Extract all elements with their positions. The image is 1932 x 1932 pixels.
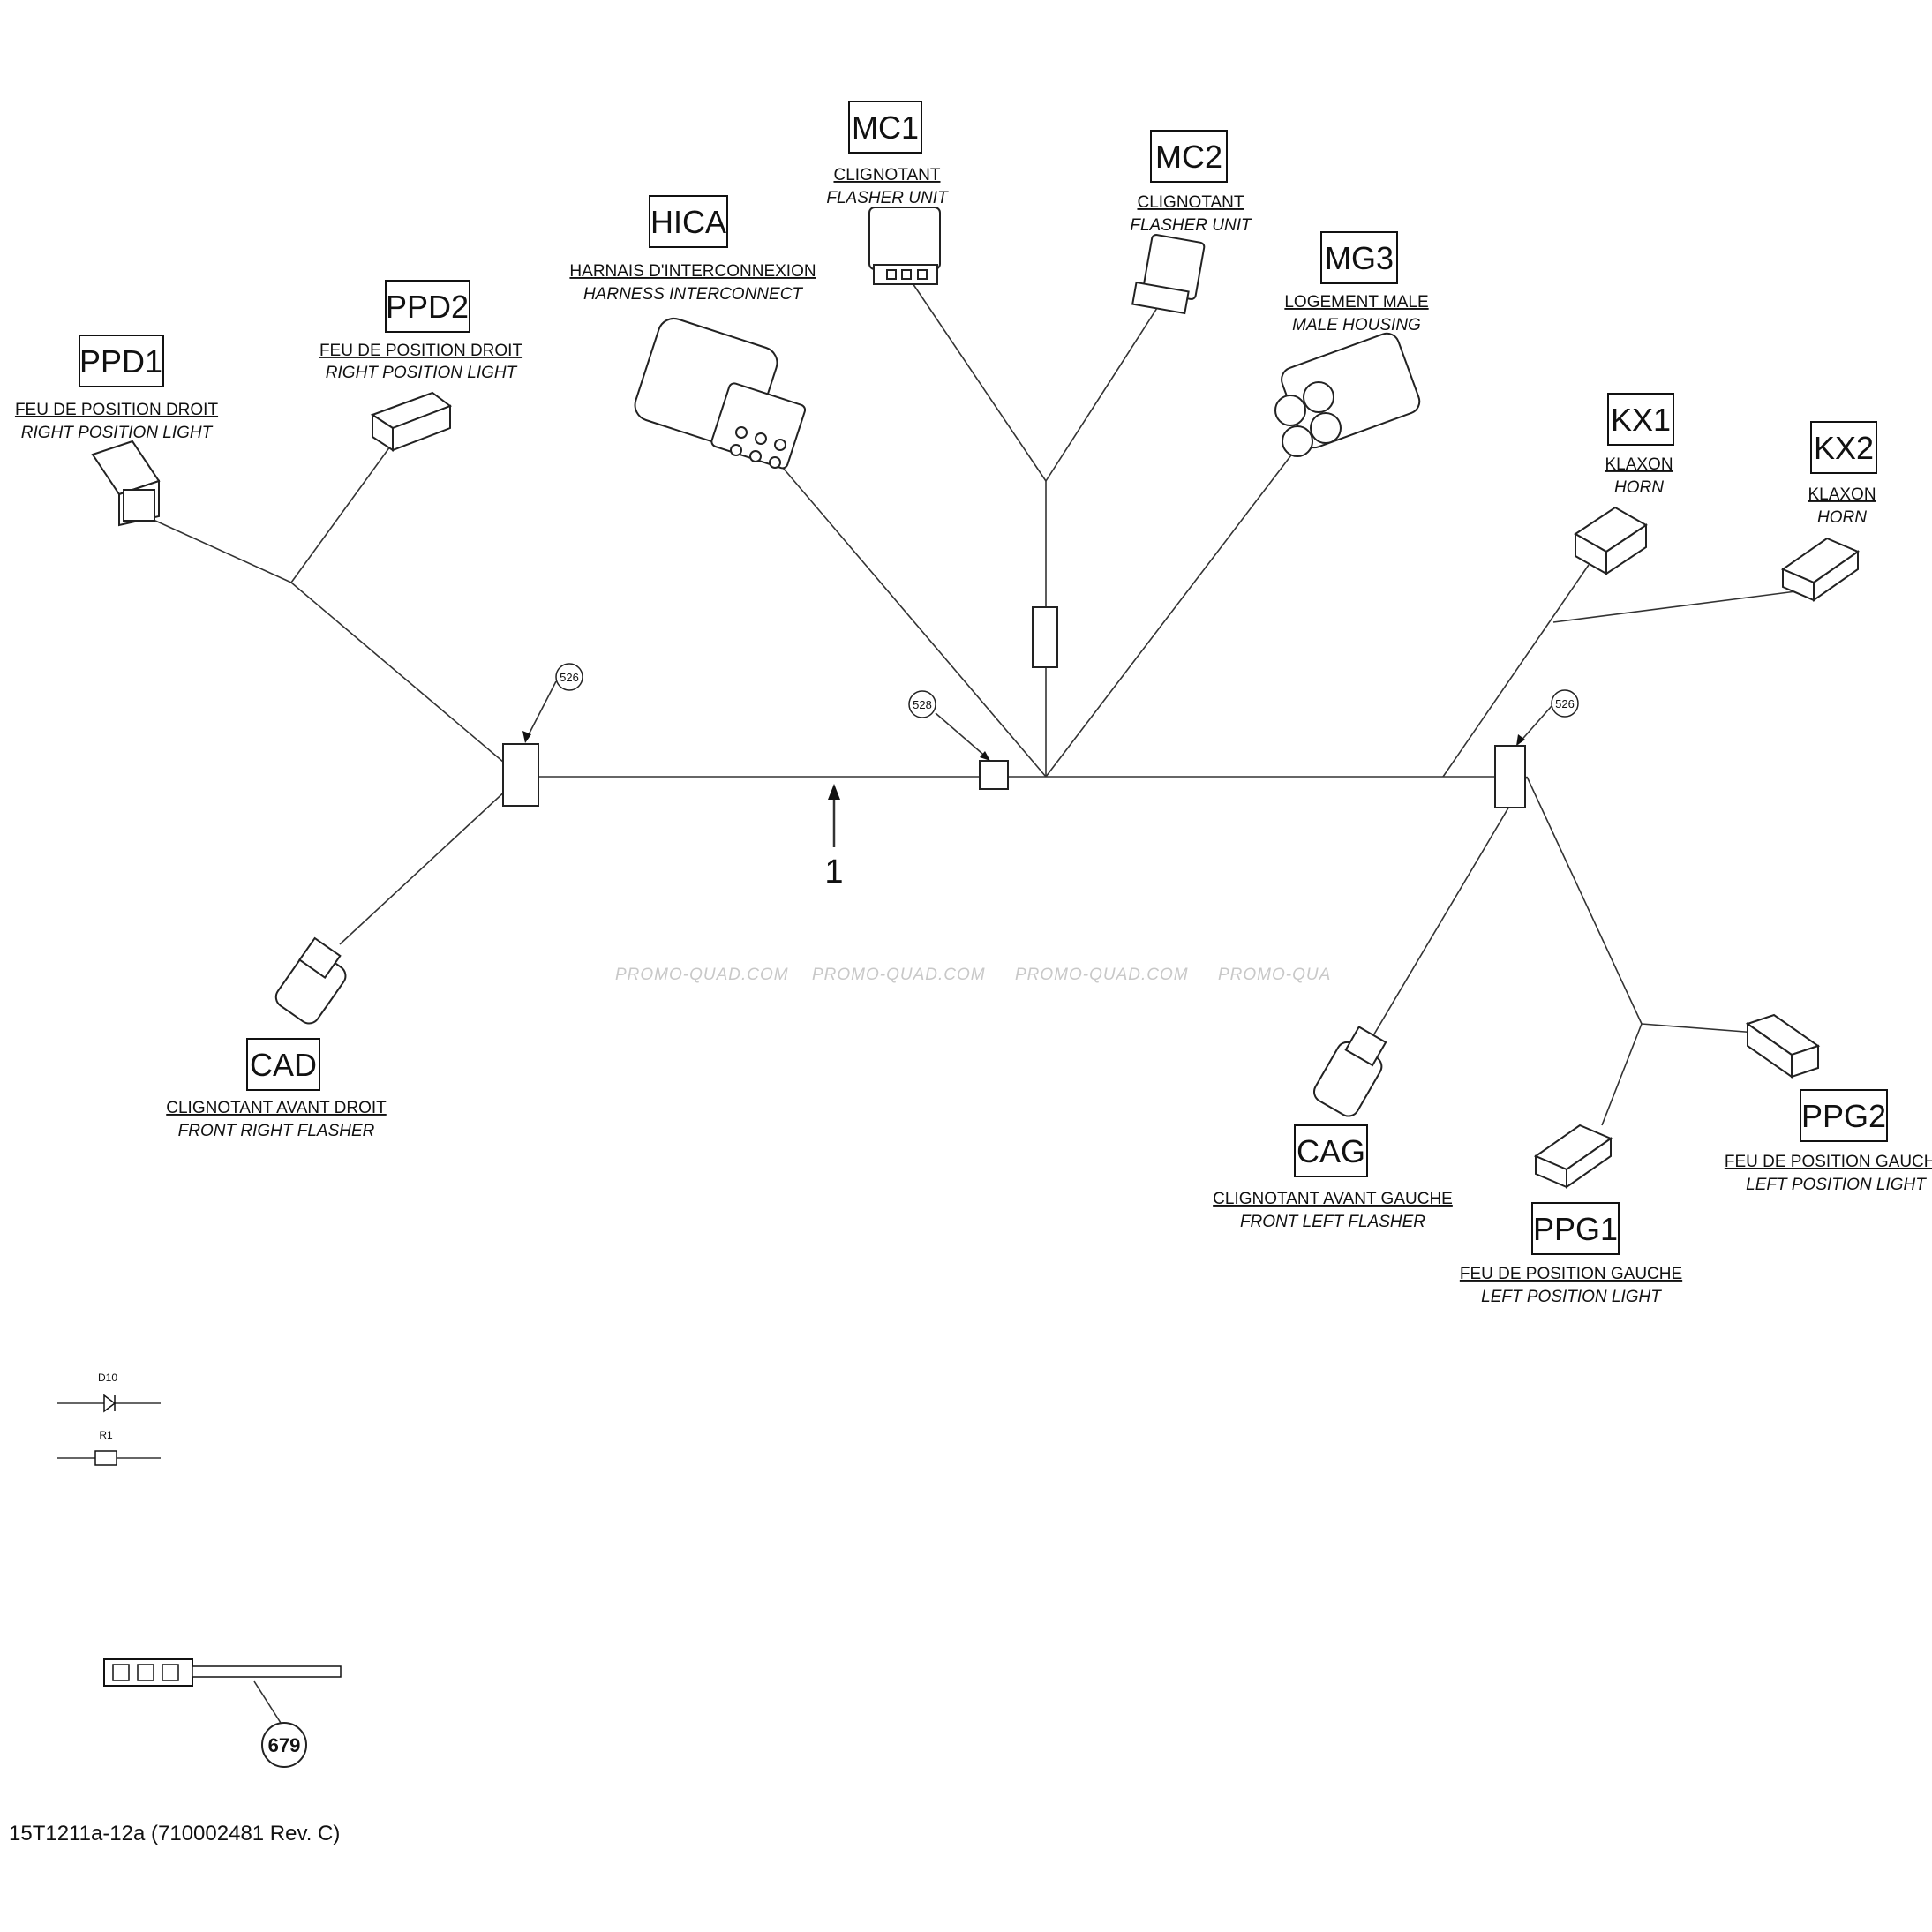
connector-label-en: HORN bbox=[1817, 508, 1867, 527]
watermark-text: PROMO-QUAD.COM bbox=[615, 966, 789, 984]
connector-label-en: RIGHT POSITION LIGHT bbox=[21, 424, 214, 442]
connector-hica-shape bbox=[634, 317, 807, 470]
connector-ppd2-label: PPD2 FEU DE POSITION DROIT RIGHT POSITIO… bbox=[319, 280, 523, 382]
clip-left bbox=[502, 743, 539, 807]
connector-kx1-label: KX1 KLAXON HORN bbox=[1605, 393, 1674, 497]
connector-label-en: LEFT POSITION LIGHT bbox=[1481, 1288, 1662, 1306]
connector-code: PPG2 bbox=[1801, 1098, 1886, 1134]
connector-label-fr: KLAXON bbox=[1605, 455, 1673, 474]
watermark: PROMO-QUAD.COM PROMO-QUAD.COM PROMO-QUAD… bbox=[615, 966, 1331, 984]
item-number-1: 1 bbox=[824, 784, 844, 891]
connector-label-fr: FEU DE POSITION GAUCHE bbox=[1460, 1265, 1682, 1283]
connector-code: MC2 bbox=[1155, 139, 1222, 175]
callouts: 526 528 526 bbox=[522, 663, 1579, 761]
connector-label-en: MALE HOUSING bbox=[1292, 316, 1421, 335]
callout-526-right: 526 bbox=[1516, 689, 1579, 746]
connector-label-fr: CLIGNOTANT bbox=[1137, 193, 1244, 212]
legend-resistor: R1 bbox=[57, 1429, 161, 1466]
connector-code: CAD bbox=[250, 1047, 317, 1083]
connector-label-en: HORN bbox=[1614, 478, 1664, 497]
callout-number: 679 bbox=[268, 1734, 301, 1756]
connector-label-fr: CLIGNOTANT AVANT GAUCHE bbox=[1213, 1190, 1453, 1208]
connector-hica-label: HICA HARNAIS D'INTERCONNEXION HARNESS IN… bbox=[569, 195, 816, 304]
connector-cag-label: CAG CLIGNOTANT AVANT GAUCHE FRONT LEFT F… bbox=[1213, 1124, 1453, 1231]
connector-code: MC1 bbox=[852, 109, 919, 146]
wires bbox=[145, 277, 1797, 1126]
item-number: 1 bbox=[824, 853, 843, 891]
connector-ppd1-label: PPD1 FEU DE POSITION DROIT RIGHT POSITIO… bbox=[15, 335, 219, 442]
connector-ppg2-label: PPG2 FEU DE POSITION GAUCHE LEFT POSITIO… bbox=[1725, 1089, 1932, 1194]
connector-mc2-shape bbox=[1131, 234, 1206, 315]
connector-mc1-label: MC1 CLIGNOTANT FLASHER UNIT bbox=[826, 101, 949, 207]
connector-code: CAG bbox=[1297, 1133, 1365, 1169]
connector-code: MG3 bbox=[1325, 240, 1394, 276]
connector-ppg1-shape bbox=[1533, 1124, 1613, 1189]
connector-label-fr: HARNAIS D'INTERCONNEXION bbox=[569, 262, 816, 281]
clip-center bbox=[979, 760, 1009, 790]
connector-kx1-shape bbox=[1574, 506, 1648, 575]
callout-number: 526 bbox=[560, 671, 579, 684]
connector-shapes bbox=[91, 207, 1861, 1189]
connector-mc1-shape bbox=[868, 207, 941, 285]
connector-code: HICA bbox=[650, 204, 726, 240]
connector-mg3-shape bbox=[1274, 332, 1421, 457]
connector-label-fr: FEU DE POSITION GAUCHE bbox=[1725, 1153, 1932, 1171]
watermark-text: PROMO-QUAD.COM bbox=[812, 966, 986, 984]
legend-diode: D10 bbox=[57, 1372, 161, 1413]
connector-cad-label: CAD CLIGNOTANT AVANT DROIT FRONT RIGHT F… bbox=[166, 1038, 387, 1140]
connector-code: KX2 bbox=[1814, 430, 1874, 466]
watermark-text: PROMO-QUAD.COM bbox=[1015, 966, 1189, 984]
connector-ppd1-shape bbox=[91, 440, 161, 527]
connector-label-en: FRONT RIGHT FLASHER bbox=[178, 1122, 375, 1140]
connector-ppg1-label: PPG1 FEU DE POSITION GAUCHE LEFT POSITIO… bbox=[1460, 1202, 1682, 1306]
connector-code: KX1 bbox=[1611, 402, 1671, 438]
connector-mc2-label: MC2 CLIGNOTANT FLASHER UNIT bbox=[1130, 130, 1252, 235]
watermark-text: PROMO-QUA bbox=[1218, 966, 1331, 984]
part-679: 679 bbox=[103, 1658, 342, 1768]
callout-number: 528 bbox=[913, 698, 932, 711]
connector-label-en: FRONT LEFT FLASHER bbox=[1240, 1213, 1425, 1231]
connector-kx2-shape bbox=[1780, 537, 1861, 602]
callout-number: 526 bbox=[1555, 697, 1575, 710]
connector-label-en: RIGHT POSITION LIGHT bbox=[326, 364, 518, 382]
connector-mg3-label: MG3 LOGEMENT MALE MALE HOUSING bbox=[1284, 231, 1429, 335]
connector-label-fr: FEU DE POSITION DROIT bbox=[15, 401, 219, 419]
harness-clips bbox=[502, 606, 1526, 808]
connector-label-fr: LOGEMENT MALE bbox=[1284, 293, 1428, 312]
connector-ppd2-shape bbox=[370, 391, 453, 452]
connector-cad-shape bbox=[274, 936, 347, 1025]
callout-526-left: 526 bbox=[522, 663, 583, 743]
clip-right bbox=[1494, 745, 1526, 808]
drawing-reference: 15T1211a-12a (710002481 Rev. C) bbox=[9, 1822, 340, 1846]
connector-label-fr: CLIGNOTANT AVANT DROIT bbox=[166, 1099, 387, 1117]
resistor-label: R1 bbox=[99, 1429, 113, 1441]
callout-528-center: 528 bbox=[908, 690, 990, 761]
connector-label-en: FLASHER UNIT bbox=[1130, 216, 1252, 235]
connector-ppg2-shape bbox=[1745, 1013, 1821, 1079]
diode-label: D10 bbox=[98, 1372, 117, 1384]
connector-label-fr: FEU DE POSITION DROIT bbox=[319, 342, 523, 360]
connector-kx2-label: KX2 KLAXON HORN bbox=[1808, 421, 1877, 527]
connector-code: PPG1 bbox=[1533, 1211, 1618, 1247]
connector-cag-shape bbox=[1313, 1026, 1387, 1117]
connector-label-en: LEFT POSITION LIGHT bbox=[1746, 1176, 1927, 1194]
connector-label-en: HARNESS INTERCONNECT bbox=[583, 285, 803, 304]
connector-label-fr: CLIGNOTANT bbox=[833, 166, 940, 184]
sleeve-center bbox=[1032, 606, 1058, 668]
connector-label-en: FLASHER UNIT bbox=[826, 189, 949, 207]
connector-code: PPD2 bbox=[386, 289, 469, 325]
connector-code: PPD1 bbox=[79, 343, 162, 380]
connector-label-fr: KLAXON bbox=[1808, 485, 1876, 504]
